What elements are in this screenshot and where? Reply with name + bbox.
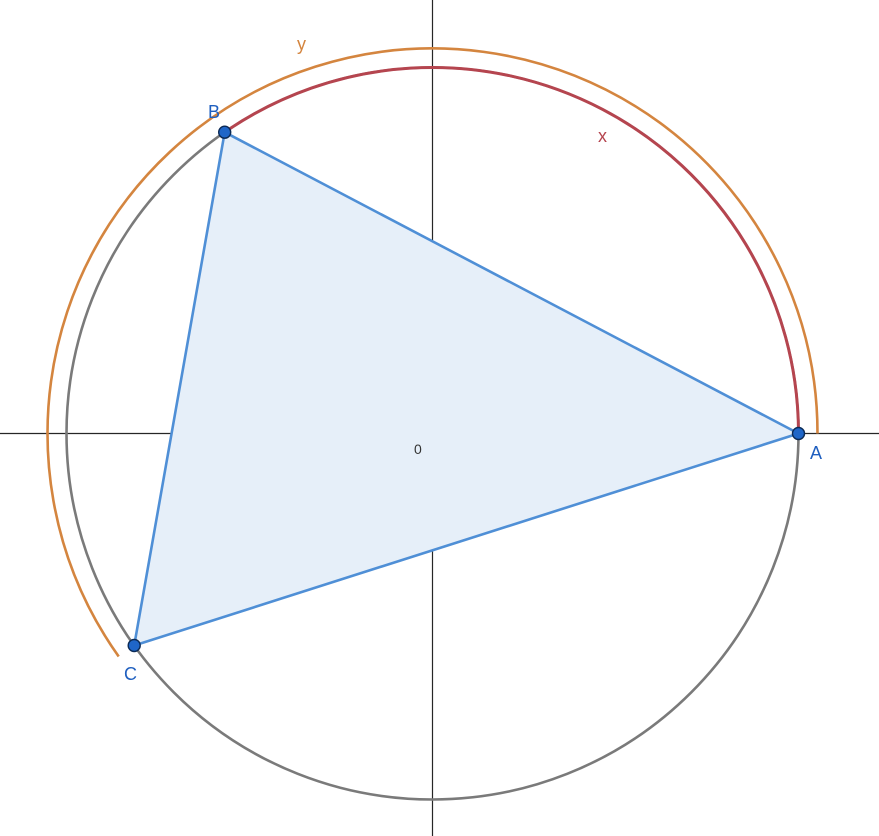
point-b[interactable] bbox=[217, 125, 232, 139]
point-c-label: C bbox=[124, 664, 137, 684]
arc-y bbox=[46, 47, 819, 658]
arc-y-label: y bbox=[297, 34, 306, 54]
triangle-abc bbox=[132, 130, 800, 647]
arc-x-label: x bbox=[598, 126, 607, 146]
point-c[interactable] bbox=[127, 638, 141, 653]
points-group bbox=[127, 125, 806, 653]
arc-x bbox=[223, 65, 800, 434]
point-a[interactable] bbox=[791, 426, 806, 441]
origin-label: 0 bbox=[414, 441, 422, 457]
point-a-label: A bbox=[810, 443, 822, 463]
point-b-label: B bbox=[208, 102, 220, 122]
